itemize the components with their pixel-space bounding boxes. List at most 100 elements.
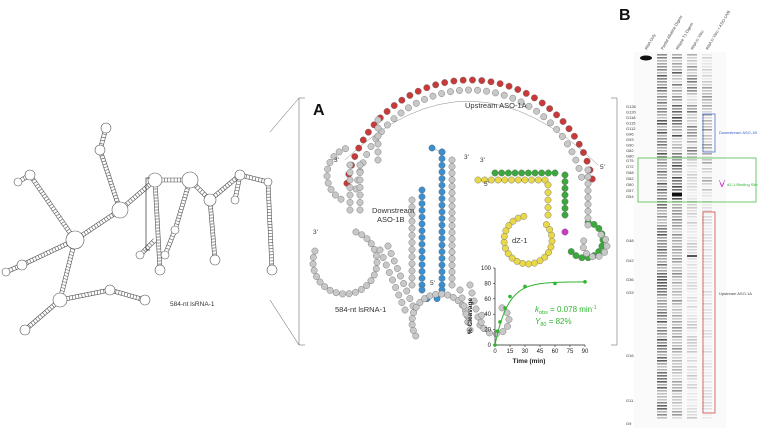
rna-nucleotide: [400, 280, 408, 287]
gel-band: [702, 276, 712, 278]
rna-nucleotide: [408, 267, 416, 275]
left-base-pair: [135, 295, 138, 300]
gel-band: [687, 360, 697, 362]
rna-nucleotide: [509, 94, 517, 102]
gel-band: [687, 351, 697, 353]
rna-nucleotide: [462, 310, 470, 318]
dz-label: dZ-1: [512, 236, 527, 245]
gel-band: [672, 288, 682, 290]
rna-nucleotide: [408, 253, 416, 261]
left-base-pair: [96, 290, 99, 295]
downstream-aso-label-2: ASO-1B: [377, 215, 405, 224]
rna-nucleotide: [448, 248, 456, 256]
left-base-pair: [117, 290, 120, 295]
gel-band: [657, 348, 667, 350]
gel-band: [657, 369, 667, 371]
fit-curve: [494, 281, 585, 346]
left-base-pair: [99, 289, 102, 294]
rna-nucleotide: [504, 322, 511, 330]
left-stem-strand: [265, 182, 271, 271]
gel-band: [672, 273, 682, 275]
dz-arm-nucleotide: [551, 169, 559, 177]
gel-band: [702, 192, 712, 194]
gel-band: [702, 267, 712, 269]
rna-nucleotide: [392, 284, 400, 291]
downstream-aso-nucleotide: [438, 248, 446, 256]
left-base-pair: [176, 217, 181, 220]
upstream-aso-nucleotide: [580, 149, 587, 156]
gel-band: [702, 300, 712, 302]
gel-band: [672, 162, 682, 164]
left-base-pair: [60, 287, 66, 289]
gel-band: [702, 384, 712, 386]
gel-band: [702, 342, 712, 344]
x-tick-label: 30: [522, 349, 529, 355]
left-loop: [13, 177, 23, 187]
rna-nucleotide: [339, 290, 346, 298]
gel-band: [687, 276, 697, 278]
gel-band: [702, 132, 712, 134]
gel-band: [702, 366, 712, 368]
rna-nucleotide: [426, 292, 434, 300]
gel-band: [672, 102, 682, 104]
gel-band: [657, 234, 667, 236]
downstream-aso-nucleotide: [438, 168, 446, 176]
gel-position-mark: G16: [626, 353, 634, 358]
left-loop: [65, 230, 85, 250]
gel-band: [702, 147, 712, 149]
left-base-pair: [138, 296, 141, 301]
gel-band: [687, 189, 697, 191]
upstream-aso-nucleotide: [459, 76, 467, 84]
rna-nucleotide: [448, 169, 456, 177]
panel-a-structure: Upstream ASO-1A Downstream ASO-1B dZ-1 5…: [309, 76, 611, 340]
gel-band: [657, 147, 667, 149]
left-base-pair: [120, 291, 123, 296]
gel-band: [672, 321, 682, 323]
upstream-aso-nucleotide: [355, 144, 363, 152]
left-base-pair: [261, 178, 263, 183]
upstream-aso-nucleotide: [571, 132, 578, 140]
left-base-pair: [48, 203, 53, 207]
gel-band: [702, 168, 712, 170]
rna-nucleotide: [356, 199, 364, 206]
gel-band: [702, 360, 712, 362]
gel-band: [702, 78, 712, 80]
gel-band: [687, 291, 697, 293]
rna-nucleotide: [464, 318, 472, 326]
gel-band: [657, 177, 667, 179]
rna-nucleotide: [358, 286, 365, 293]
left-base-pair: [177, 214, 182, 217]
left-base-pair: [32, 257, 35, 262]
gel-band: [687, 105, 697, 107]
left-base-pair: [37, 316, 41, 320]
gel-band: [687, 96, 697, 98]
gel-band: [657, 399, 667, 401]
gel-band: [687, 342, 697, 344]
gel-band: [672, 126, 682, 128]
left-base-pair: [108, 180, 113, 183]
left-base-pair: [59, 218, 63, 222]
left-base-pair: [93, 291, 96, 296]
rna-nucleotide: [387, 250, 395, 257]
gel-band: [672, 312, 682, 314]
gel-band: [687, 138, 697, 140]
gel-band: [687, 210, 697, 212]
gel-band: [702, 381, 712, 383]
gel-band: [702, 222, 712, 224]
gel-position-mark: G72: [626, 164, 634, 169]
dz-core-nucleotide: [500, 233, 508, 240]
rna-nucleotide: [465, 86, 472, 94]
gel-lane-label: RNA in Vitro: [690, 29, 706, 51]
gel-band: [702, 117, 712, 119]
gel-band: [657, 57, 667, 59]
gel-band: [702, 108, 712, 110]
rna-nucleotide: [597, 231, 605, 239]
left-base-pair: [98, 221, 102, 226]
gel-band: [687, 252, 697, 254]
rna-nucleotide: [358, 231, 366, 239]
left-base-pair: [130, 198, 134, 202]
dz-core-nucleotide: [542, 221, 550, 228]
rna-nucleotide: [492, 89, 499, 97]
dz-core-nucleotide: [502, 227, 510, 235]
upstream-aso-nucleotide: [351, 153, 359, 160]
